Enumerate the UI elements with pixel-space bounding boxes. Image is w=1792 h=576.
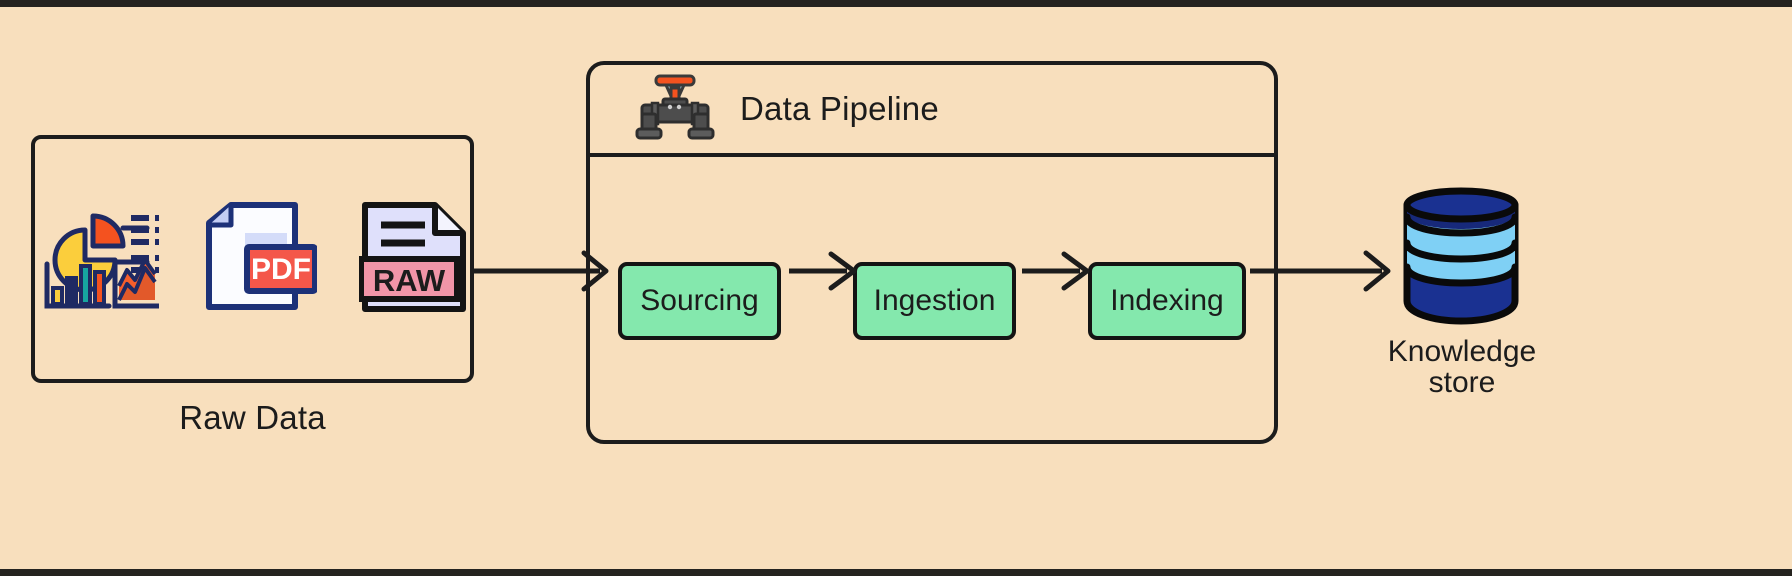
data-pipeline-title: Data Pipeline xyxy=(740,90,939,127)
knowledge-store-label-line1: Knowledge xyxy=(1387,335,1537,368)
arrow-sourcing-to-ingestion xyxy=(789,245,861,297)
database-cylinder-icon xyxy=(1399,185,1523,325)
data-pipeline-group: Data Pipeline Sourcing Ingestion Indexin… xyxy=(586,61,1278,444)
raw-file-icon: RAW xyxy=(357,201,471,318)
raw-data-group: PDF RAW xyxy=(31,135,474,383)
arrow-pipeline-to-knowledge-store xyxy=(1250,245,1396,297)
pipeline-stage-sourcing-label: Sourcing xyxy=(640,283,759,317)
pipeline-stage-sourcing[interactable]: Sourcing xyxy=(618,261,781,340)
pdf-badge-label: PDF xyxy=(251,253,311,286)
raw-badge-label: RAW xyxy=(372,263,445,298)
data-pipeline-header: Data Pipeline xyxy=(590,65,1274,157)
pdf-file-icon: PDF xyxy=(201,201,318,318)
pipeline-stage-row: Sourcing Ingestion Indexing xyxy=(590,157,1274,444)
knowledge-store-label-line2: store xyxy=(1428,365,1496,399)
raw-data-label: Raw Data xyxy=(179,399,326,436)
analytics-chart-icon xyxy=(35,204,161,315)
raw-data-icon-row: PDF RAW xyxy=(35,139,470,379)
arrow-ingestion-to-indexing xyxy=(1022,245,1094,297)
pipeline-stage-ingestion[interactable]: Ingestion xyxy=(853,261,1016,340)
arrow-raw-to-pipeline xyxy=(472,245,614,297)
pipeline-stage-indexing-label: Indexing xyxy=(1110,283,1224,317)
pipeline-stage-indexing[interactable]: Indexing xyxy=(1088,261,1246,340)
knowledge-store-label: Knowledge store xyxy=(1348,335,1576,399)
pipe-valve-icon xyxy=(632,74,718,145)
pipeline-stage-ingestion-label: Ingestion xyxy=(873,283,996,317)
